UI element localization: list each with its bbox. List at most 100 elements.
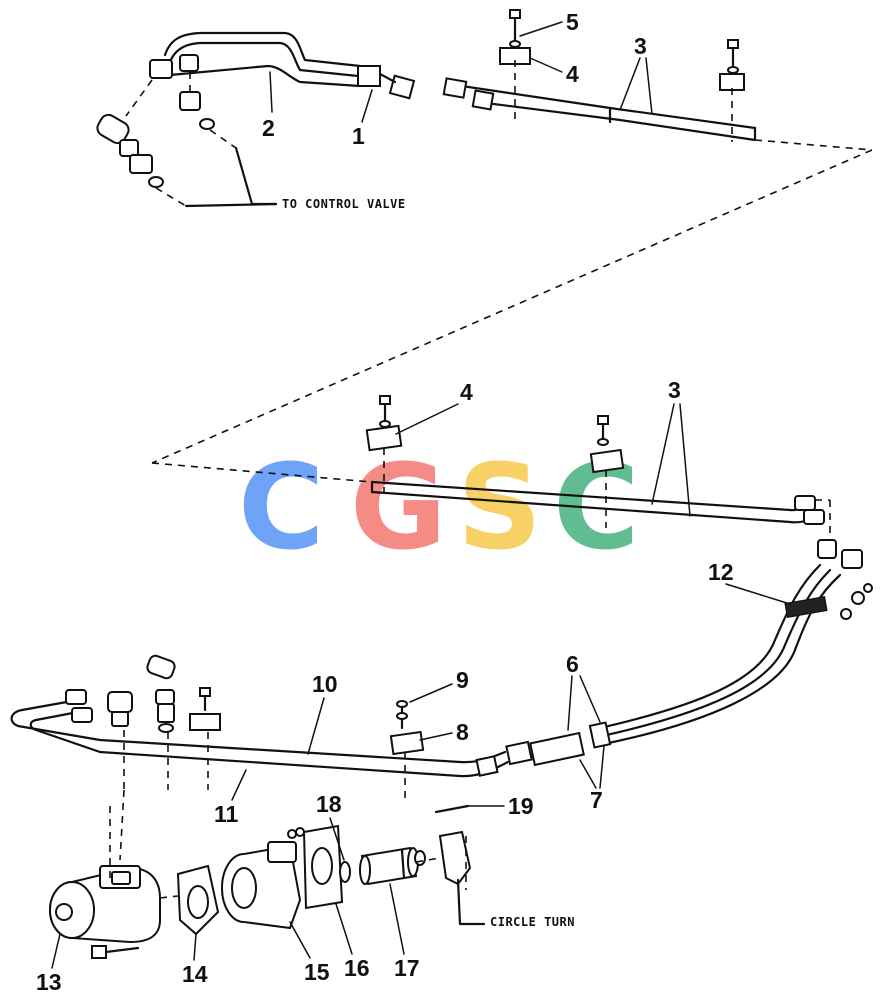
- connector-dash-a: [754, 139, 873, 151]
- hose-sleeve-7: [588, 721, 612, 749]
- leader-control-b: [155, 187, 187, 207]
- callout-1: 1: [352, 123, 365, 149]
- leader-callout-7-b: [599, 745, 605, 789]
- adapter-fitting-low: [129, 154, 164, 188]
- leader-callout-2: [269, 71, 273, 113]
- lower-line-assembly: 10 11 9 8: [10, 654, 510, 861]
- leader-callout-17: [389, 883, 405, 955]
- leader-control-valve-b: [184, 202, 278, 208]
- tube-3-top-upper: [453, 83, 757, 130]
- leader-callout-4-top: [529, 57, 563, 73]
- plate-16: [287, 824, 344, 910]
- tube-2-upper-inner: [166, 41, 360, 78]
- tube-3-top-fitting-a: [442, 77, 468, 99]
- leader-callout-10: [307, 697, 325, 755]
- tube-1-nut: [388, 74, 416, 100]
- leader-callout-5: [519, 21, 563, 37]
- adapter-fitting-top: [179, 54, 199, 72]
- hose-clamp-12: [784, 595, 828, 619]
- clamp-mid-right: [589, 448, 625, 474]
- callout-3-mid: 3: [668, 377, 681, 403]
- hose-fitting-top-b: [841, 549, 863, 569]
- bolt-mid-left: [379, 395, 391, 428]
- hose-end-fitting: [505, 740, 533, 766]
- hose-12-mid: [600, 568, 832, 738]
- leader-callout-4-mid: [395, 403, 459, 435]
- hose-fitting-top-a: [817, 539, 837, 559]
- circle-turn-note: CIRCLE TURN: [490, 915, 575, 929]
- callout-6: 6: [566, 651, 579, 677]
- leader-callout-16: [335, 903, 353, 955]
- tube-3-mid-fitting-a: [794, 495, 816, 511]
- clamp-4-mid: [365, 424, 403, 452]
- leader-callout-13: [51, 933, 61, 969]
- callout-14: 14: [182, 961, 208, 987]
- leader-callout-15: [289, 921, 311, 959]
- hose-assembly: 12 6 7: [505, 539, 873, 813]
- bolt-top-right: [727, 39, 739, 74]
- bolt-mid-right: [597, 415, 609, 446]
- leader-callout-12: [725, 583, 791, 605]
- watermark-letter-1: C: [238, 438, 325, 576]
- tube-lower-end-fitting: [475, 755, 499, 777]
- leader-callout-18: [329, 817, 345, 861]
- callout-16: 16: [344, 955, 370, 981]
- tube-1: [168, 64, 362, 88]
- watermark-letter-3: S: [457, 438, 542, 576]
- tube-3-top-fitting-b: [471, 89, 495, 111]
- callout-10: 10: [312, 671, 338, 697]
- tube-1-fitting: [357, 65, 381, 87]
- pinion-19: [434, 804, 472, 886]
- shaft-17: [359, 846, 419, 886]
- hose-washer-a: [851, 591, 865, 605]
- leader-control-valve: [234, 146, 278, 206]
- seal-18: [339, 861, 351, 883]
- gasket-14: [176, 864, 220, 936]
- tube-10-fitting: [65, 689, 87, 705]
- callout-7: 7: [590, 787, 603, 813]
- watermark-letter-2: G: [350, 438, 447, 576]
- elbow-fitting-top: [149, 59, 173, 79]
- callout-9: 9: [456, 667, 469, 693]
- leader-callout-6-b: [579, 675, 601, 723]
- tube-1-link: [378, 72, 397, 84]
- leader-fitting-left: [125, 79, 153, 117]
- callout-8: 8: [456, 719, 469, 745]
- elbow-fitting-lower: [107, 654, 176, 727]
- hose-12-outer: [598, 563, 822, 730]
- callout-4-top: 4: [566, 61, 579, 87]
- clamp-4-top-b: [719, 73, 745, 91]
- tube-11-fitting: [71, 707, 93, 723]
- connector-dash-c: [151, 462, 373, 483]
- leader-callout-6-a: [567, 675, 573, 731]
- leader-callout-9: [409, 683, 453, 703]
- callout-3-top: 3: [634, 33, 647, 59]
- bolt-motor: [91, 945, 140, 959]
- callout-15: 15: [304, 959, 330, 985]
- tube-11: [29, 710, 510, 778]
- connector-dash-b: [151, 149, 873, 464]
- leader-callout-7-a: [579, 759, 597, 789]
- middle-line-assembly: 4 3: [365, 377, 831, 560]
- hose-washer-b: [840, 608, 852, 620]
- callout-5: 5: [566, 9, 579, 35]
- to-control-valve-note: TO CONTROL VALVE: [282, 197, 406, 211]
- leader-callout-3-mid-a: [651, 403, 675, 505]
- leader-callout-1: [361, 89, 373, 123]
- callout-12: 12: [708, 559, 734, 585]
- leader-callout-8: [419, 732, 453, 741]
- leader-callout-11: [231, 769, 247, 801]
- circle-turn-motor-assembly: CIRCLE TURN 13 14 15 16 17 18 19: [36, 791, 575, 995]
- leader-shaft-pinion: [415, 857, 441, 863]
- tube-3-top-lower: [476, 100, 757, 142]
- clamp-8: [389, 730, 425, 756]
- motor-13: [49, 865, 161, 944]
- leader-callout-14: [193, 933, 197, 961]
- leader-control-a: [209, 129, 237, 149]
- bolt-9: [396, 700, 408, 730]
- callout-13: 13: [36, 969, 62, 995]
- adapter-fitting-mid: [179, 91, 215, 130]
- hose-sleeve-6: [529, 731, 585, 767]
- leader-motor-gasket: [159, 895, 179, 899]
